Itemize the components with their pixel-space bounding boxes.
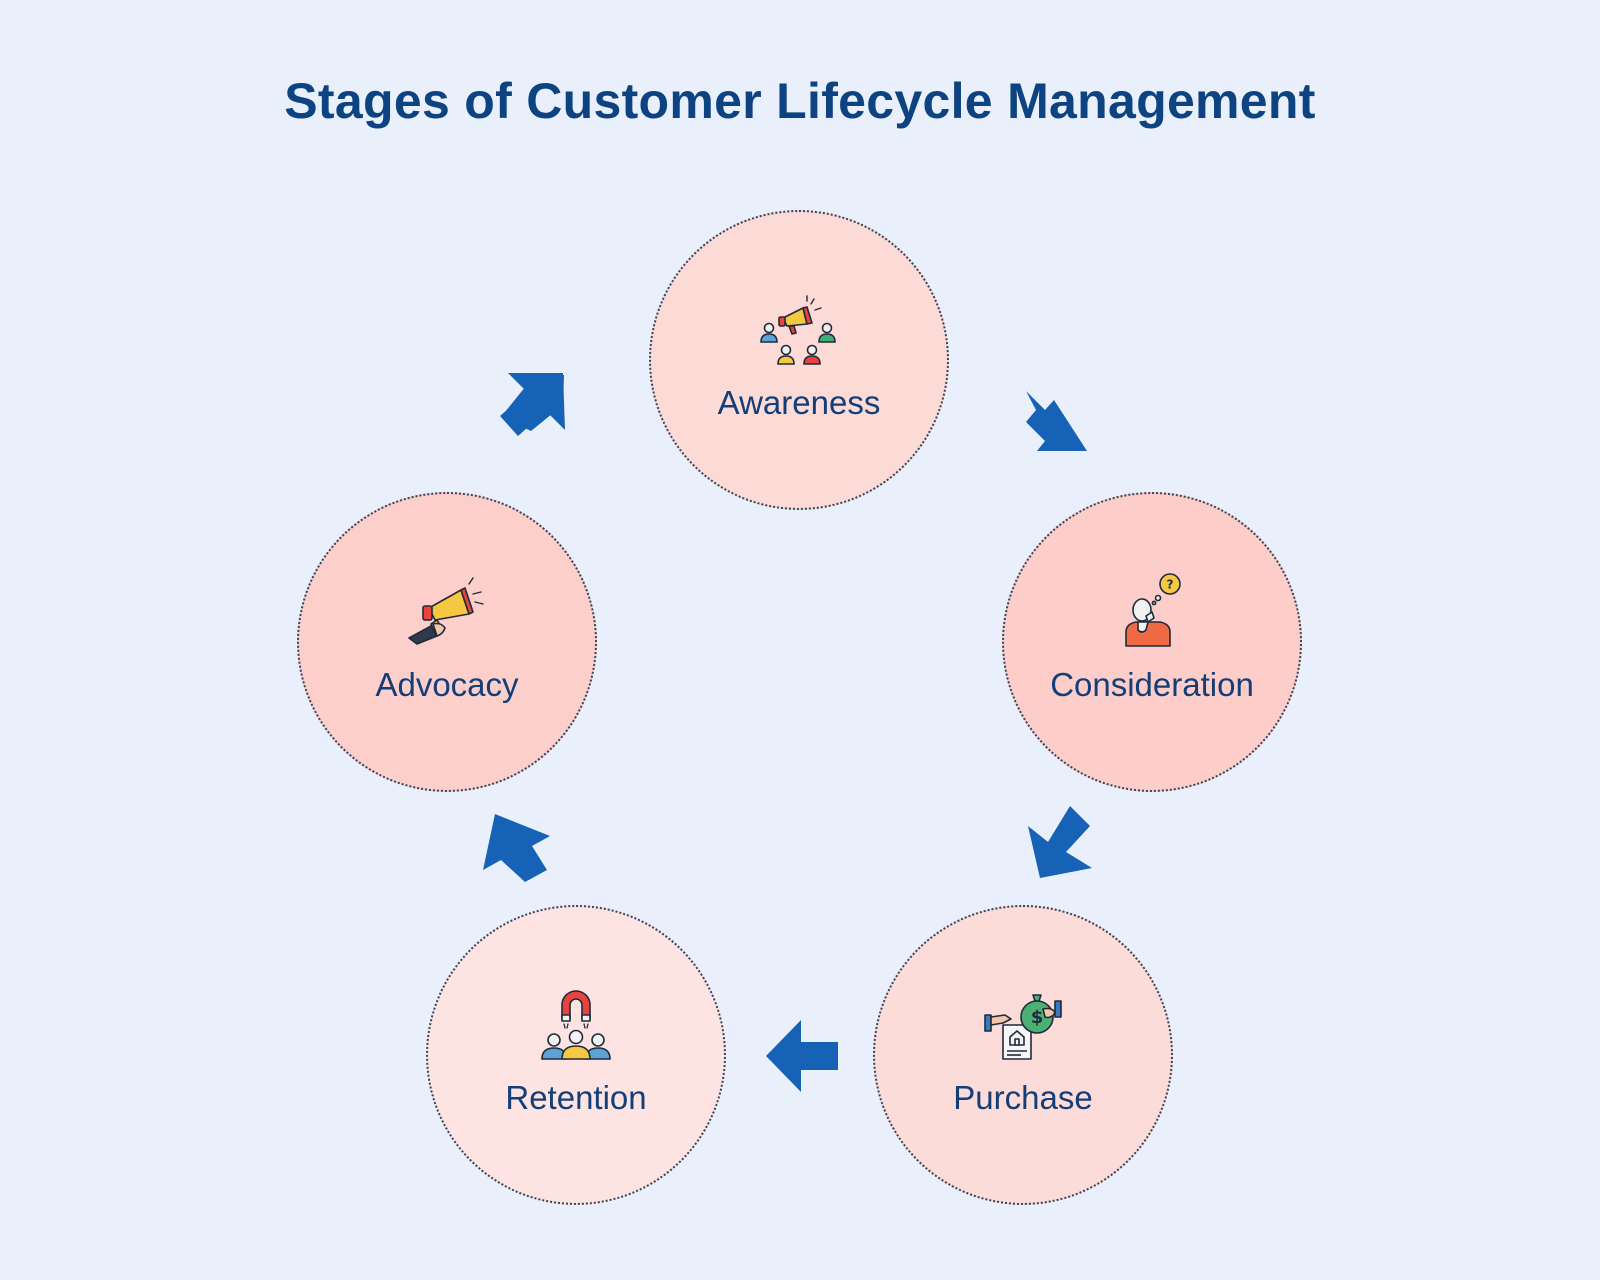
magnet-customers-icon	[541, 990, 611, 1060]
stage-label-purchase: Purchase	[953, 1079, 1093, 1116]
arrow-purchase-to-retention	[766, 1020, 838, 1092]
stage-label-awareness: Awareness	[717, 384, 881, 421]
arrow-awareness-to-consideration	[1026, 391, 1087, 451]
megaphone-hand-icon	[408, 577, 484, 645]
arrow-advocacy-to-awareness-head	[500, 373, 565, 436]
stage-consideration: ? Consideration	[1002, 492, 1302, 792]
stage-retention: Retention	[426, 905, 726, 1205]
arrow-consideration-to-purchase	[1028, 806, 1092, 878]
stage-advocacy: Advocacy	[297, 492, 597, 792]
diagram-title: Stages of Customer Lifecycle Management	[284, 73, 1316, 129]
arrow-advocacy-to-awareness	[501, 375, 564, 431]
megaphone-audience-icon	[760, 295, 836, 365]
thinking-person-icon: ?	[1125, 573, 1181, 647]
stage-awareness: Awareness	[649, 210, 949, 510]
stage-purchase: $ Purchase	[873, 905, 1173, 1205]
stage-label-retention: Retention	[505, 1079, 647, 1116]
stage-label-consideration: Consideration	[1050, 666, 1254, 703]
arrow-retention-to-advocacy	[483, 814, 550, 882]
svg-text:?: ?	[1167, 578, 1174, 592]
money-exchange-icon: $	[984, 994, 1062, 1060]
stage-label-advocacy: Advocacy	[375, 666, 519, 703]
svg-text:$: $	[1031, 1007, 1044, 1028]
